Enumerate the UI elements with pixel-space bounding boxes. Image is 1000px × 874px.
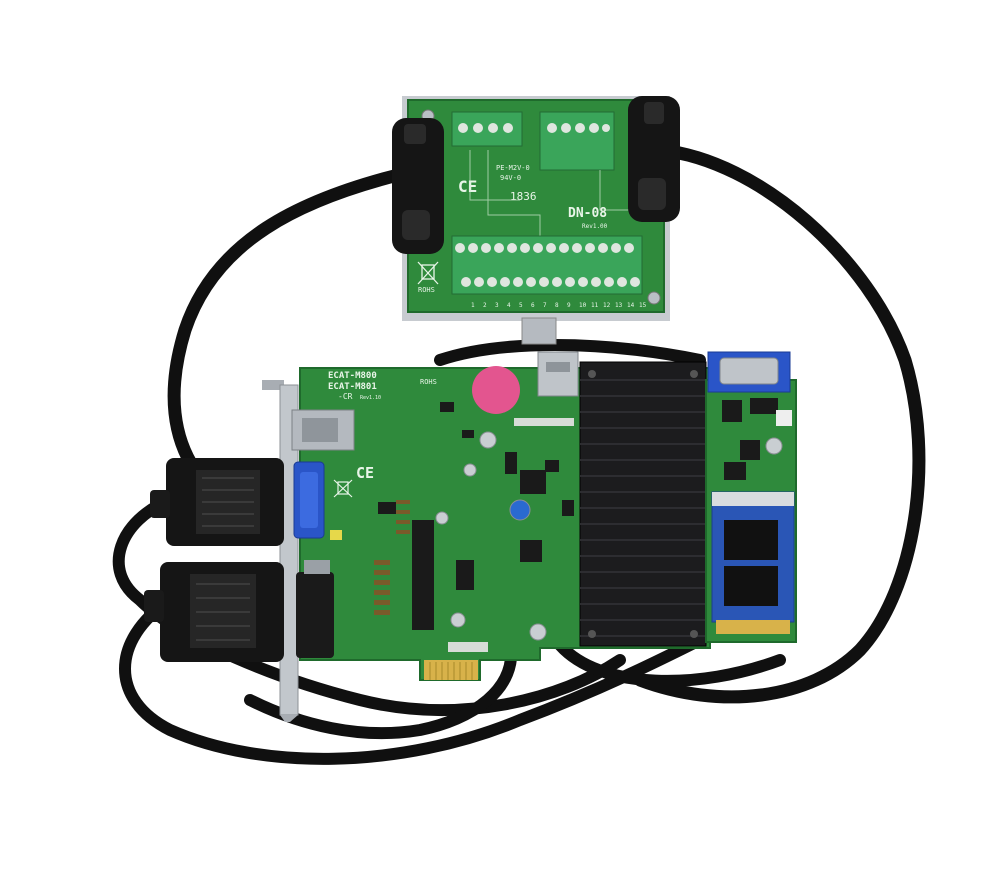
terminal-date-code: 94V-0 [500,174,521,182]
pink-sticker [472,366,520,414]
usb-port [537,351,579,397]
terminal-part-number: PE-M2V-0 [496,164,530,172]
ce-mark-icon: CE [356,464,374,482]
terminal-screws [455,243,640,287]
svg-text:CE: CE [356,464,374,482]
pin-number: 6 [531,302,535,309]
right-cable [633,143,926,704]
pin-number: 10 [579,302,587,309]
heatsink [579,361,707,647]
db9-connector-upper [150,458,284,546]
board-rev: Rev1.10 [360,395,381,401]
board-model-line-1: ECAT-M800 [328,371,377,381]
ce-mark-icon: CE [458,177,477,196]
pcie-edge-connector [424,660,478,680]
pin-number: 14 [627,302,635,309]
board-model-line-2: ECAT-M801 [328,382,377,392]
terminal-rev: Rev1.00 [582,223,608,230]
svg-text:CE: CE [458,177,477,196]
bracket-dsub-port [296,572,334,658]
pin-number: 5 [519,302,523,309]
db9-connector-lower [144,562,284,662]
lower-cable-loop-2 [112,494,626,716]
pin-number: 8 [555,302,559,309]
terminal-block-top-right [539,111,615,171]
pin-number: 9 [567,302,571,309]
right-cable-connector [628,96,680,222]
pin-number-row: 1 2 3 4 5 6 7 8 9 10 11 12 13 14 15 [471,302,647,309]
board-rohs: ROHS [420,378,437,386]
pin-number: 13 [615,302,623,309]
din-clip [521,317,557,345]
pin-number: 3 [495,302,499,309]
pin-number: 2 [483,302,487,309]
pin-number: 15 [639,302,647,309]
mounting-screw [647,291,661,305]
components [330,402,574,652]
terminal-board: PE-M2V-0 94V-0 1836 DN-08 Rev1.00 ROHS C… [392,96,680,345]
pin-number: 7 [543,302,547,309]
board-model-suffix: -CR [338,392,353,401]
cable-right-bundle [554,639,786,687]
left-cable-connector [392,118,444,254]
weee-bin-icon [333,479,353,498]
pin-number: 11 [591,302,599,309]
pin-number: 12 [603,302,611,309]
pin-number: 4 [507,302,511,309]
cable-behind-board [434,339,706,366]
cable-center-bundle [244,634,518,740]
main-board: ECAT-M800 ECAT-M801 -CR Rev1.10 ROHS CE [144,351,797,722]
cpu-module-board [705,351,797,643]
left-cable [167,168,405,477]
pin-number: 1 [471,302,475,309]
cables [112,143,926,765]
weee-bin-icon [417,261,439,285]
terminal-serial: 1836 [510,190,537,203]
terminal-model: DN-08 [568,206,607,221]
terminal-rohs: ROHS [418,286,435,294]
